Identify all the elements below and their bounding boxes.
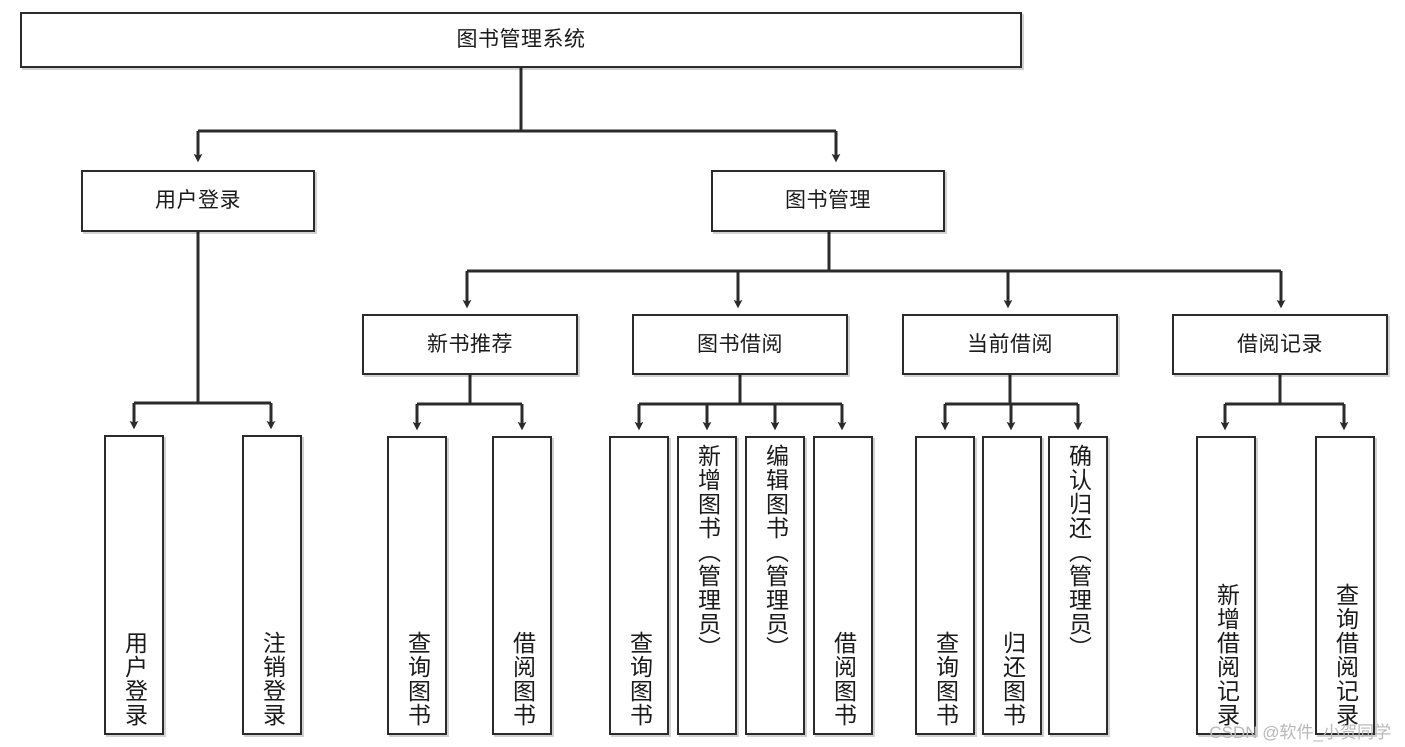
node-book-management[interactable]: 图书管理 xyxy=(711,170,945,232)
node-borrow-record[interactable]: 借阅记录 xyxy=(1172,314,1388,375)
node-root[interactable]: 图书管理系统 xyxy=(20,12,1022,68)
node-leaf-edit-book-label: 编辑图书（管理员） xyxy=(762,444,789,660)
node-leaf-query-book-3[interactable]: 查询图书 xyxy=(915,436,975,735)
node-leaf-add-book-label: 新增图书（管理员） xyxy=(694,444,721,660)
vertical-text-wrap: 查询图书 xyxy=(389,444,445,727)
node-root-label: 图书管理系统 xyxy=(456,27,586,51)
node-leaf-confirm-return[interactable]: 确认归还（管理员） xyxy=(1048,436,1108,735)
node-leaf-logout-login-label: 注销登录 xyxy=(259,631,286,727)
vertical-text-wrap: 归还图书 xyxy=(984,444,1040,727)
node-user-login[interactable]: 用户登录 xyxy=(81,170,315,232)
node-leaf-borrow-book-2-label: 借阅图书 xyxy=(830,631,857,727)
vertical-text-wrap: 查询借阅记录 xyxy=(1317,444,1373,727)
node-leaf-add-record-label: 新增借阅记录 xyxy=(1213,583,1240,727)
vertical-text-wrap: 注销登录 xyxy=(244,443,300,727)
node-leaf-user-login-label: 用户登录 xyxy=(121,631,148,727)
node-leaf-edit-book[interactable]: 编辑图书（管理员） xyxy=(745,436,805,735)
node-new-book-recommend[interactable]: 新书推荐 xyxy=(362,314,578,375)
node-leaf-return-book[interactable]: 归还图书 xyxy=(982,436,1042,735)
vertical-text-wrap: 新增借阅记录 xyxy=(1198,444,1254,727)
node-new-book-recommend-label: 新书推荐 xyxy=(427,332,513,356)
node-leaf-borrow-book-2[interactable]: 借阅图书 xyxy=(813,436,873,735)
node-book-borrow[interactable]: 图书借阅 xyxy=(632,314,848,375)
vertical-text-wrap: 确认归还（管理员） xyxy=(1050,444,1106,727)
vertical-text-wrap: 查询图书 xyxy=(611,444,667,727)
node-current-borrow[interactable]: 当前借阅 xyxy=(902,314,1118,375)
node-leaf-query-book-3-label: 查询图书 xyxy=(932,631,959,727)
node-leaf-user-login[interactable]: 用户登录 xyxy=(104,435,164,735)
node-leaf-query-book-2-label: 查询图书 xyxy=(626,631,653,727)
node-leaf-add-book[interactable]: 新增图书（管理员） xyxy=(677,436,737,735)
node-leaf-query-record-label: 查询借阅记录 xyxy=(1332,583,1359,727)
node-current-borrow-label: 当前借阅 xyxy=(967,332,1053,356)
vertical-text-wrap: 新增图书（管理员） xyxy=(679,444,735,727)
node-leaf-query-record[interactable]: 查询借阅记录 xyxy=(1315,436,1375,735)
vertical-text-wrap: 借阅图书 xyxy=(815,444,871,727)
node-leaf-query-book-1-label: 查询图书 xyxy=(404,631,431,727)
node-book-management-label: 图书管理 xyxy=(785,188,871,212)
node-book-borrow-label: 图书借阅 xyxy=(697,332,783,356)
node-leaf-return-book-label: 归还图书 xyxy=(999,631,1026,727)
vertical-text-wrap: 用户登录 xyxy=(106,443,162,727)
vertical-text-wrap: 查询图书 xyxy=(917,444,973,727)
node-user-login-label: 用户登录 xyxy=(155,188,241,212)
node-leaf-query-book-1[interactable]: 查询图书 xyxy=(387,436,447,735)
node-leaf-add-record[interactable]: 新增借阅记录 xyxy=(1196,436,1256,735)
vertical-text-wrap: 借阅图书 xyxy=(494,444,550,727)
node-leaf-logout-login[interactable]: 注销登录 xyxy=(242,435,302,735)
node-leaf-confirm-return-label: 确认归还（管理员） xyxy=(1065,444,1092,660)
node-borrow-record-label: 借阅记录 xyxy=(1237,332,1323,356)
node-leaf-query-book-2[interactable]: 查询图书 xyxy=(609,436,669,735)
vertical-text-wrap: 编辑图书（管理员） xyxy=(747,444,803,727)
node-leaf-borrow-book-1-label: 借阅图书 xyxy=(509,631,536,727)
node-leaf-borrow-book-1[interactable]: 借阅图书 xyxy=(492,436,552,735)
